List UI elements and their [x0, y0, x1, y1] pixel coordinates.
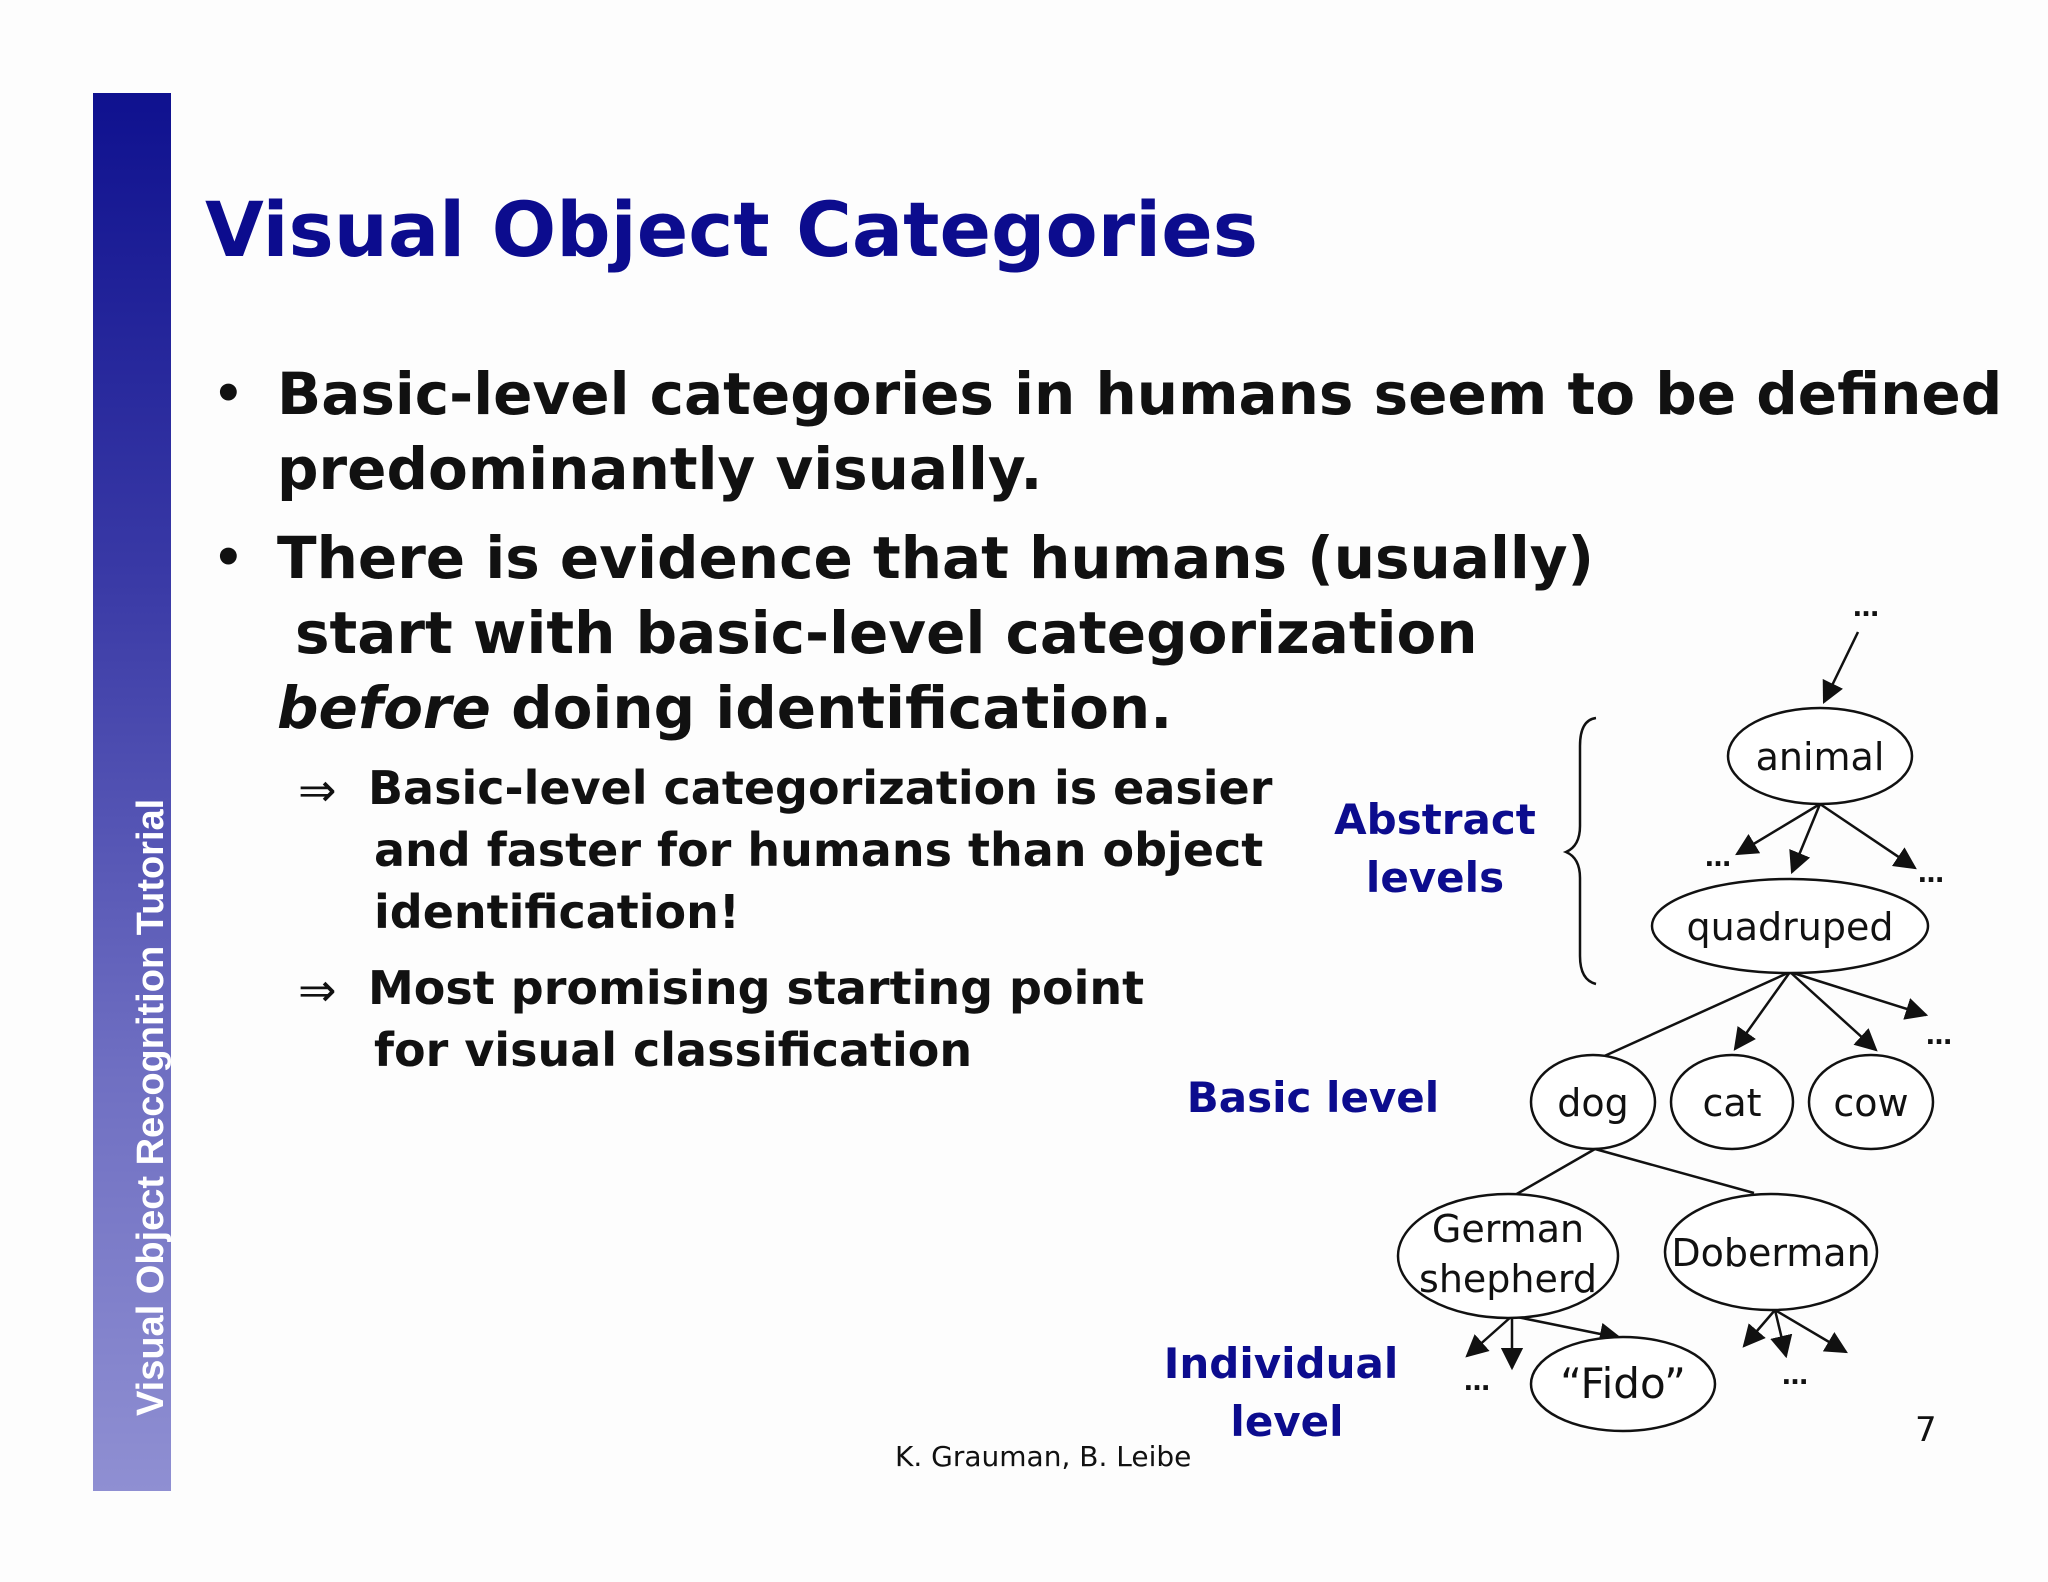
abstract-levels-brace	[1562, 716, 1597, 986]
node-fido-label: “Fido”	[1560, 1359, 1686, 1408]
node-german-shepherd-label-line-2: shepherd	[1419, 1257, 1597, 1301]
node-fido	[1529, 1335, 1717, 1433]
node-cow-label: cow	[1833, 1081, 1908, 1125]
node-german-shepherd-label-line-1: German	[1432, 1207, 1584, 1251]
diagram-nodes	[1396, 706, 1935, 1433]
node-dog	[1529, 1053, 1657, 1151]
bullet-2-line-1: There is evidence that humans (usually)	[277, 524, 1595, 592]
bullet-1-line-1: Basic-level categories in humans seem to…	[277, 360, 2003, 428]
sub-bullet-1-line-1: Basic-level categorization is easier	[368, 761, 1273, 815]
page-number: 7	[1915, 1410, 1937, 1450]
ellipsis-animal-left: …	[1705, 843, 1731, 873]
edge-quadruped-to-cow	[1789, 971, 1878, 1052]
edge-quadruped-to-right-ellipsis	[1789, 970, 1929, 1020]
edge-doberman-to-mid	[1770, 1309, 1793, 1359]
sub-bullet-2-line-1: Most promising starting point	[368, 961, 1145, 1015]
edge-dog-to-german-shepherd	[1514, 1147, 1596, 1197]
individual-level-label-line-2: level	[1230, 1397, 1343, 1446]
node-quadruped-label: quadruped	[1687, 905, 1894, 949]
edge-animal-to-left-ellipsis	[1735, 802, 1821, 856]
edge-quadruped-to-dog	[1599, 970, 1791, 1060]
author-credit: K. Grauman, B. Leibe	[895, 1440, 1192, 1473]
abstract-levels-label-line-1: Abstract	[1334, 795, 1536, 844]
node-german-shepherd	[1396, 1192, 1620, 1320]
edge-animal-to-quadruped	[1789, 803, 1822, 875]
edge-quadruped-to-cat	[1733, 971, 1792, 1051]
edge-doberman-to-left	[1742, 1309, 1776, 1348]
edge-doberman-to-right	[1774, 1308, 1848, 1354]
node-dog-label: dog	[1557, 1081, 1629, 1125]
edge-shepherd-to-fido	[1511, 1314, 1623, 1345]
sidebar-band	[93, 93, 171, 1491]
basic-level-label: Basic level	[1187, 1073, 1439, 1122]
ellipsis-doberman: …	[1782, 1361, 1808, 1391]
individual-level-label-line-1: Individual	[1164, 1339, 1398, 1388]
edge-top-to-animal	[1822, 631, 1860, 705]
node-cat	[1669, 1053, 1795, 1151]
ellipsis-shepherd-left: …	[1464, 1367, 1490, 1397]
edge-dog-to-doberman	[1594, 1147, 1755, 1195]
edge-shepherd-to-left-ellipsis	[1465, 1315, 1513, 1358]
bullet-dot: •	[213, 366, 244, 422]
bullet-2-line-2: start with basic-level categorization	[295, 599, 1478, 667]
abstract-levels-label-line-2: levels	[1366, 853, 1504, 902]
node-animal	[1726, 706, 1914, 806]
node-doberman	[1663, 1192, 1879, 1312]
node-doberman-label: Doberman	[1671, 1231, 1870, 1275]
implies-arrow-icon: ⇒	[298, 763, 337, 817]
node-cat-label: cat	[1702, 1081, 1761, 1125]
node-animal-label: animal	[1756, 735, 1885, 779]
slide-title: Visual Object Categories	[205, 185, 1258, 274]
node-quadruped	[1650, 877, 1930, 975]
bullet-1-line-2: predominantly visually.	[277, 435, 1043, 503]
bullet-dot: •	[213, 530, 244, 586]
sub-bullet-1-line-2: and faster for humans than object	[374, 823, 1264, 877]
sub-bullet-2-line-2: for visual classification	[374, 1023, 973, 1077]
diagram-edges	[1465, 631, 1929, 1371]
ellipsis-animal-right: …	[1918, 859, 1944, 889]
ellipsis-quadruped-right: …	[1926, 1021, 1952, 1051]
node-cow	[1807, 1053, 1935, 1151]
sub-bullet-1-line-3: identification!	[374, 885, 740, 939]
implies-arrow-icon: ⇒	[298, 963, 337, 1017]
emphasis-before: before	[277, 674, 491, 742]
edge-animal-to-right-ellipsis	[1819, 802, 1917, 870]
ellipsis-top: …	[1853, 593, 1879, 623]
bullet-2-line-3: before doing identification.	[277, 671, 1172, 746]
bullet-2-line-3-rest: doing identification.	[490, 674, 1173, 742]
